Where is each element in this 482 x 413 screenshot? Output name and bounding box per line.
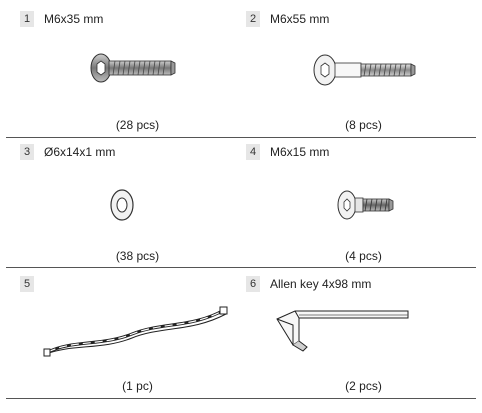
long-barrel-bolt-icon [313,54,416,86]
hex-socket-bolt-icon [90,53,176,83]
part-number-badge: 2 [246,11,260,27]
part-quantity: (38 pcs) [115,249,160,263]
part-cell-1: 1 M6x35 mm (28 pcs) [17,0,258,132]
allen-key-icon [276,310,409,352]
part-quantity: (8 pcs) [345,118,382,132]
short-bolt-icon [337,190,394,220]
washer-icon [110,189,134,221]
part-quantity: (1 pc) [122,379,153,393]
part-cell-2: 2 M6x55 mm (8 pcs) [243,0,482,132]
part-label: M6x15 mm [270,145,330,159]
part-cell-3: 3 Ø6x14x1 mm (38 pcs) [17,133,258,263]
row-divider [6,267,476,268]
part-label: M6x35 mm [44,12,104,26]
part-number-badge: 6 [246,276,260,292]
part-cell-4: 4 M6x15 mm (4 pcs) [243,133,482,263]
part-label: Allen key 4x98 mm [270,277,372,291]
cable-tie-icon [43,306,228,357]
part-number-badge: 5 [20,276,34,292]
part-number-badge: 1 [20,11,34,27]
part-quantity: (2 pcs) [345,379,382,393]
part-quantity: (28 pcs) [115,118,160,132]
part-label: M6x55 mm [270,12,330,26]
row-divider [6,398,476,399]
part-label: Ø6x14x1 mm [44,145,116,159]
part-number-badge: 4 [246,144,260,160]
part-cell-5: 5 (1 pc) [17,265,258,395]
part-cell-6: 6 Allen key 4x98 mm (2 pcs) [243,265,482,395]
part-number-badge: 3 [20,144,34,160]
row-divider [6,137,476,138]
part-quantity: (4 pcs) [345,249,382,263]
